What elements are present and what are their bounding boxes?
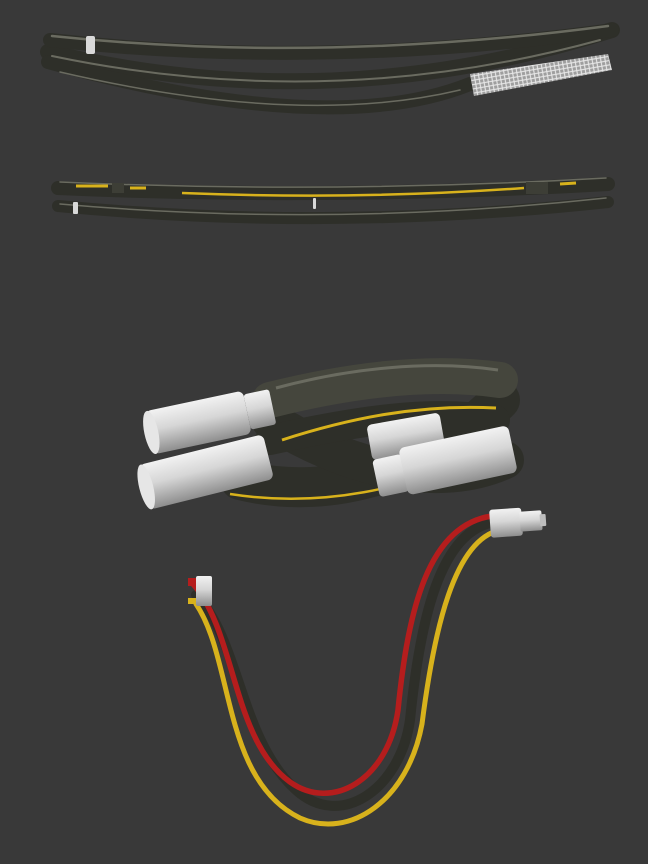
braided-cable-bundle[interactable]	[40, 22, 620, 115]
metal-connector	[372, 426, 517, 497]
wire-terminal	[188, 576, 212, 606]
cable-tie-band	[73, 202, 78, 214]
metal-connector	[137, 435, 273, 510]
braided-sleeve	[470, 54, 612, 96]
striped-cable-bundle[interactable]	[51, 177, 615, 225]
metal-connector	[143, 389, 276, 455]
metal-connector	[489, 507, 547, 538]
cable-tie-band	[86, 36, 95, 54]
red-yellow-wire-harness[interactable]	[188, 506, 547, 827]
cable-tie-band	[313, 198, 316, 209]
twisted-connector-cables[interactable]	[134, 358, 524, 511]
